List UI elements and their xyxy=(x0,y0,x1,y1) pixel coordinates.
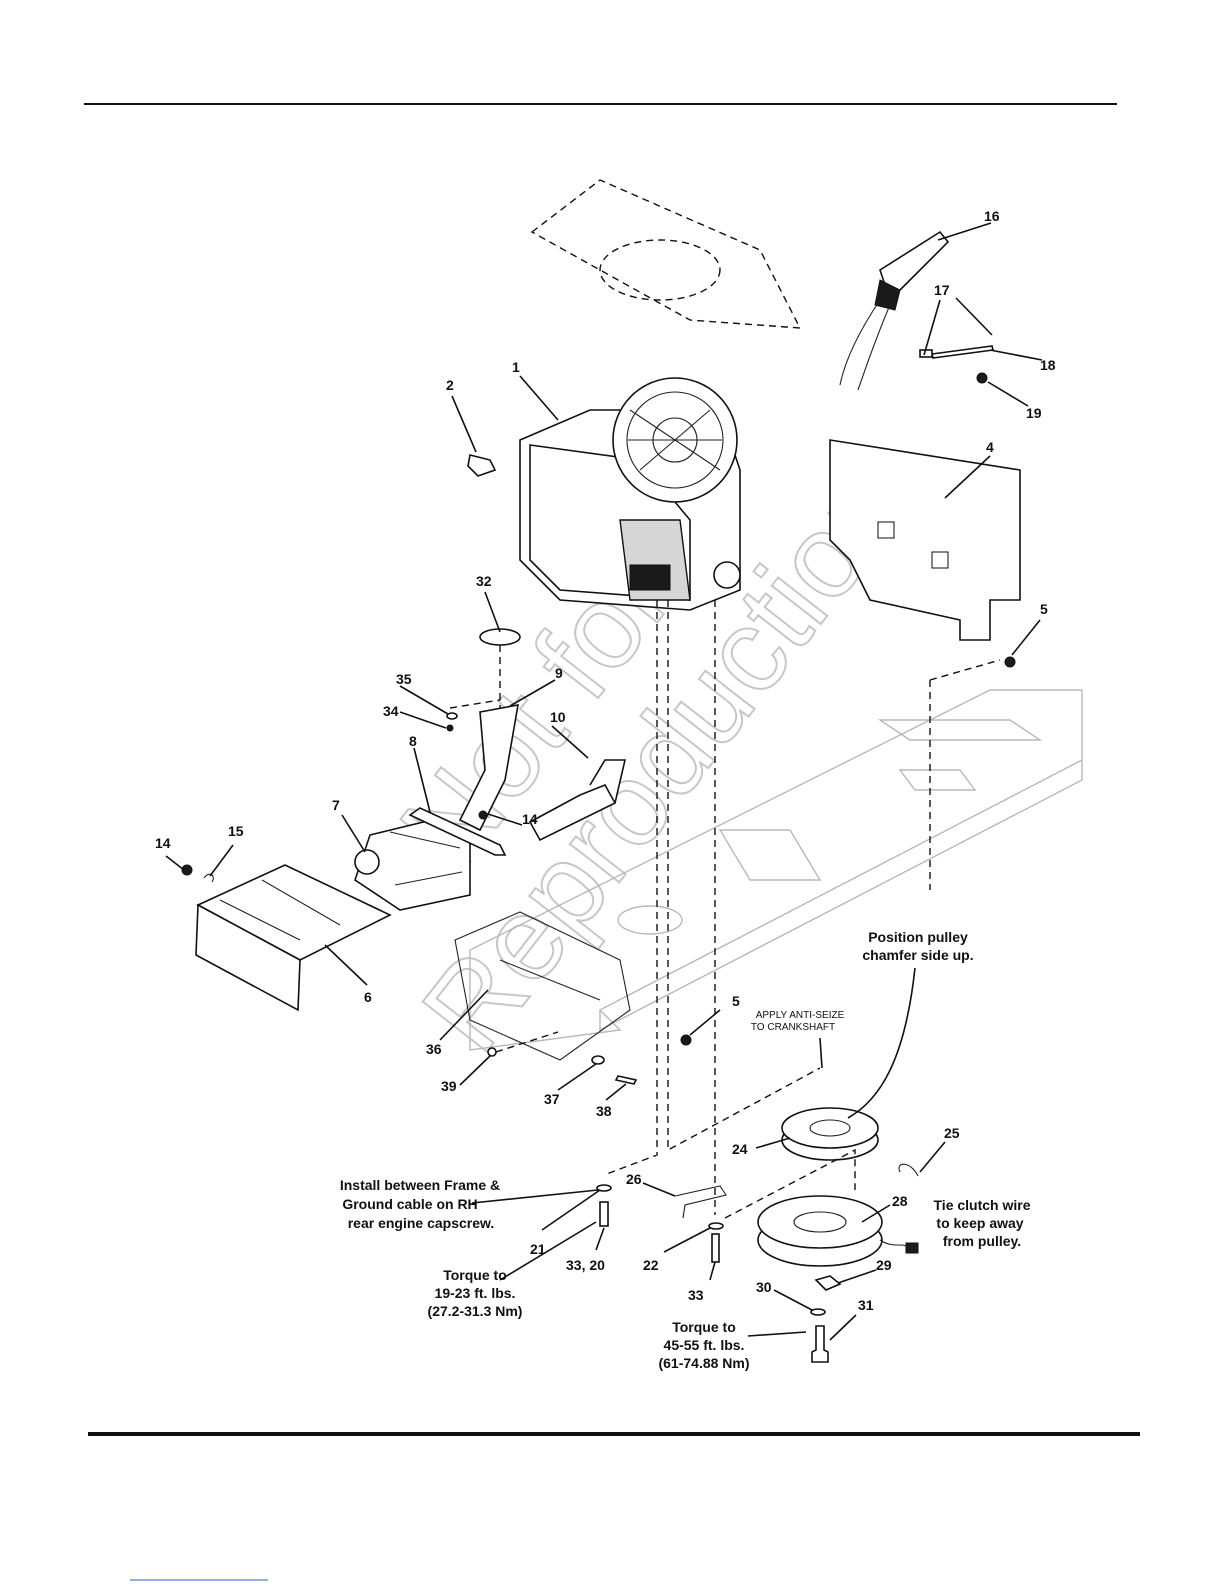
callout: 22 xyxy=(643,1257,659,1273)
callout: 35 xyxy=(396,671,412,687)
callout: 6 xyxy=(364,989,372,1005)
note-line: Ground cable on RH xyxy=(342,1196,477,1212)
callout: 36 xyxy=(426,1041,442,1057)
callout: 29 xyxy=(876,1257,892,1273)
note-clutch-wire: Tie clutch wire to keep away from pulley… xyxy=(934,1197,1031,1249)
callout: 1 xyxy=(512,359,520,375)
hex-washer xyxy=(814,1275,842,1291)
muffler xyxy=(354,817,471,911)
callout: 21 xyxy=(530,1241,546,1257)
callout: 10 xyxy=(550,709,566,725)
callout: 18 xyxy=(1040,357,1056,373)
callout: 5 xyxy=(1040,601,1048,617)
callout: 5 xyxy=(732,993,740,1009)
clevis-pin xyxy=(931,345,994,359)
callout: 2 xyxy=(446,377,454,393)
clutch-bolt xyxy=(811,1325,829,1363)
callout: 30 xyxy=(756,1279,772,1295)
note-anti-seize: APPLY ANTI-SEIZE TO CRANKSHAFT xyxy=(751,1010,845,1033)
callout: 7 xyxy=(332,797,340,813)
lock-washer xyxy=(810,1308,826,1316)
callout: 4 xyxy=(986,439,994,455)
fuel-filter xyxy=(467,454,497,477)
callout: 38 xyxy=(596,1103,612,1119)
callout: 14 xyxy=(155,835,171,851)
callout: 24 xyxy=(732,1141,748,1157)
washer-35 xyxy=(446,712,458,720)
note-line: Torque to xyxy=(443,1267,507,1283)
throttle-control xyxy=(839,230,950,391)
screw-14-guard xyxy=(181,864,193,876)
callout: 17 xyxy=(934,282,950,298)
leader-lines xyxy=(165,222,1043,1341)
callout: 19 xyxy=(1026,405,1042,421)
note-line: 19-23 ft. lbs. xyxy=(435,1285,516,1301)
callout: 33, 20 xyxy=(566,1257,605,1273)
note-ground-cable: Install between Frame & Ground cable on … xyxy=(340,1177,500,1231)
chassis-frame xyxy=(469,689,1083,1051)
callout: 26 xyxy=(626,1171,642,1187)
exhaust-pipe-right xyxy=(528,759,627,842)
engine-assembly xyxy=(519,377,741,611)
clutch-wire-tie xyxy=(898,1163,919,1177)
callout: 8 xyxy=(409,733,417,749)
note-torque-b: Torque to 45-55 ft. lbs. (61-74.88 Nm) xyxy=(658,1319,749,1371)
note-pulley: Position pulley chamfer side up. xyxy=(862,929,973,963)
note-line: 45-55 ft. lbs. xyxy=(664,1337,745,1353)
callout: 25 xyxy=(944,1125,960,1141)
callout: 33 xyxy=(688,1287,704,1303)
callout: 14 xyxy=(522,811,538,827)
washer-37 xyxy=(591,1055,605,1065)
callout: 16 xyxy=(984,208,1000,224)
callout: 34 xyxy=(383,703,399,719)
note-line: to keep away xyxy=(936,1215,1023,1231)
callout: 37 xyxy=(544,1091,560,1107)
exhaust-pipe-left xyxy=(458,704,519,832)
engine-shroud-outline xyxy=(530,179,802,329)
note-line: Position pulley xyxy=(868,929,968,945)
note-line: rear engine capscrew. xyxy=(348,1215,495,1231)
callout: 32 xyxy=(476,573,492,589)
callout: 39 xyxy=(441,1078,457,1094)
heat-shield xyxy=(829,439,1021,641)
note-line: Torque to xyxy=(672,1319,736,1335)
nut-34 xyxy=(446,724,454,732)
clutch-stop-bracket xyxy=(674,1185,727,1219)
callout: 15 xyxy=(228,823,244,839)
note-line: Tie clutch wire xyxy=(934,1197,1031,1213)
callout: 9 xyxy=(555,665,563,681)
note-line: APPLY ANTI-SEIZE xyxy=(756,1010,845,1021)
note-line: Install between Frame & xyxy=(340,1177,500,1193)
note-line: (61-74.88 Nm) xyxy=(658,1355,749,1371)
washer-21 xyxy=(596,1184,612,1192)
muffler-bracket xyxy=(408,807,507,856)
alignment-lines xyxy=(449,600,1001,1219)
engine-pulley xyxy=(781,1107,879,1161)
washer-22 xyxy=(708,1222,724,1230)
note-line: (27.2-31.3 Nm) xyxy=(428,1303,523,1319)
bolt-38 xyxy=(614,1075,638,1085)
engine-mount-bracket xyxy=(454,911,631,1061)
note-torque-a: Torque to 19-23 ft. lbs. (27.2-31.3 Nm) xyxy=(428,1267,523,1319)
callout: 28 xyxy=(892,1193,908,1209)
note-line: from pulley. xyxy=(943,1233,1021,1249)
bolt-5-shield xyxy=(1004,656,1016,668)
pto-clutch xyxy=(757,1195,919,1267)
lock-nut xyxy=(976,372,988,384)
note-line: TO CRANKSHAFT xyxy=(751,1022,835,1033)
capscrew-33-20 xyxy=(599,1201,609,1227)
callout: 31 xyxy=(858,1297,874,1313)
callout-numbers: 1 2 4 5 5 6 7 8 9 10 14 14 15 16 17 18 1… xyxy=(155,208,1056,1313)
capscrew-33 xyxy=(711,1233,720,1263)
spacer xyxy=(919,349,933,358)
screw-14-bracket xyxy=(478,810,488,820)
locknut-39 xyxy=(487,1047,497,1057)
muffler-guard xyxy=(195,864,392,1012)
note-line: chamfer side up. xyxy=(862,947,973,963)
clip-15 xyxy=(203,873,214,883)
bolt-5-frame xyxy=(680,1034,692,1046)
